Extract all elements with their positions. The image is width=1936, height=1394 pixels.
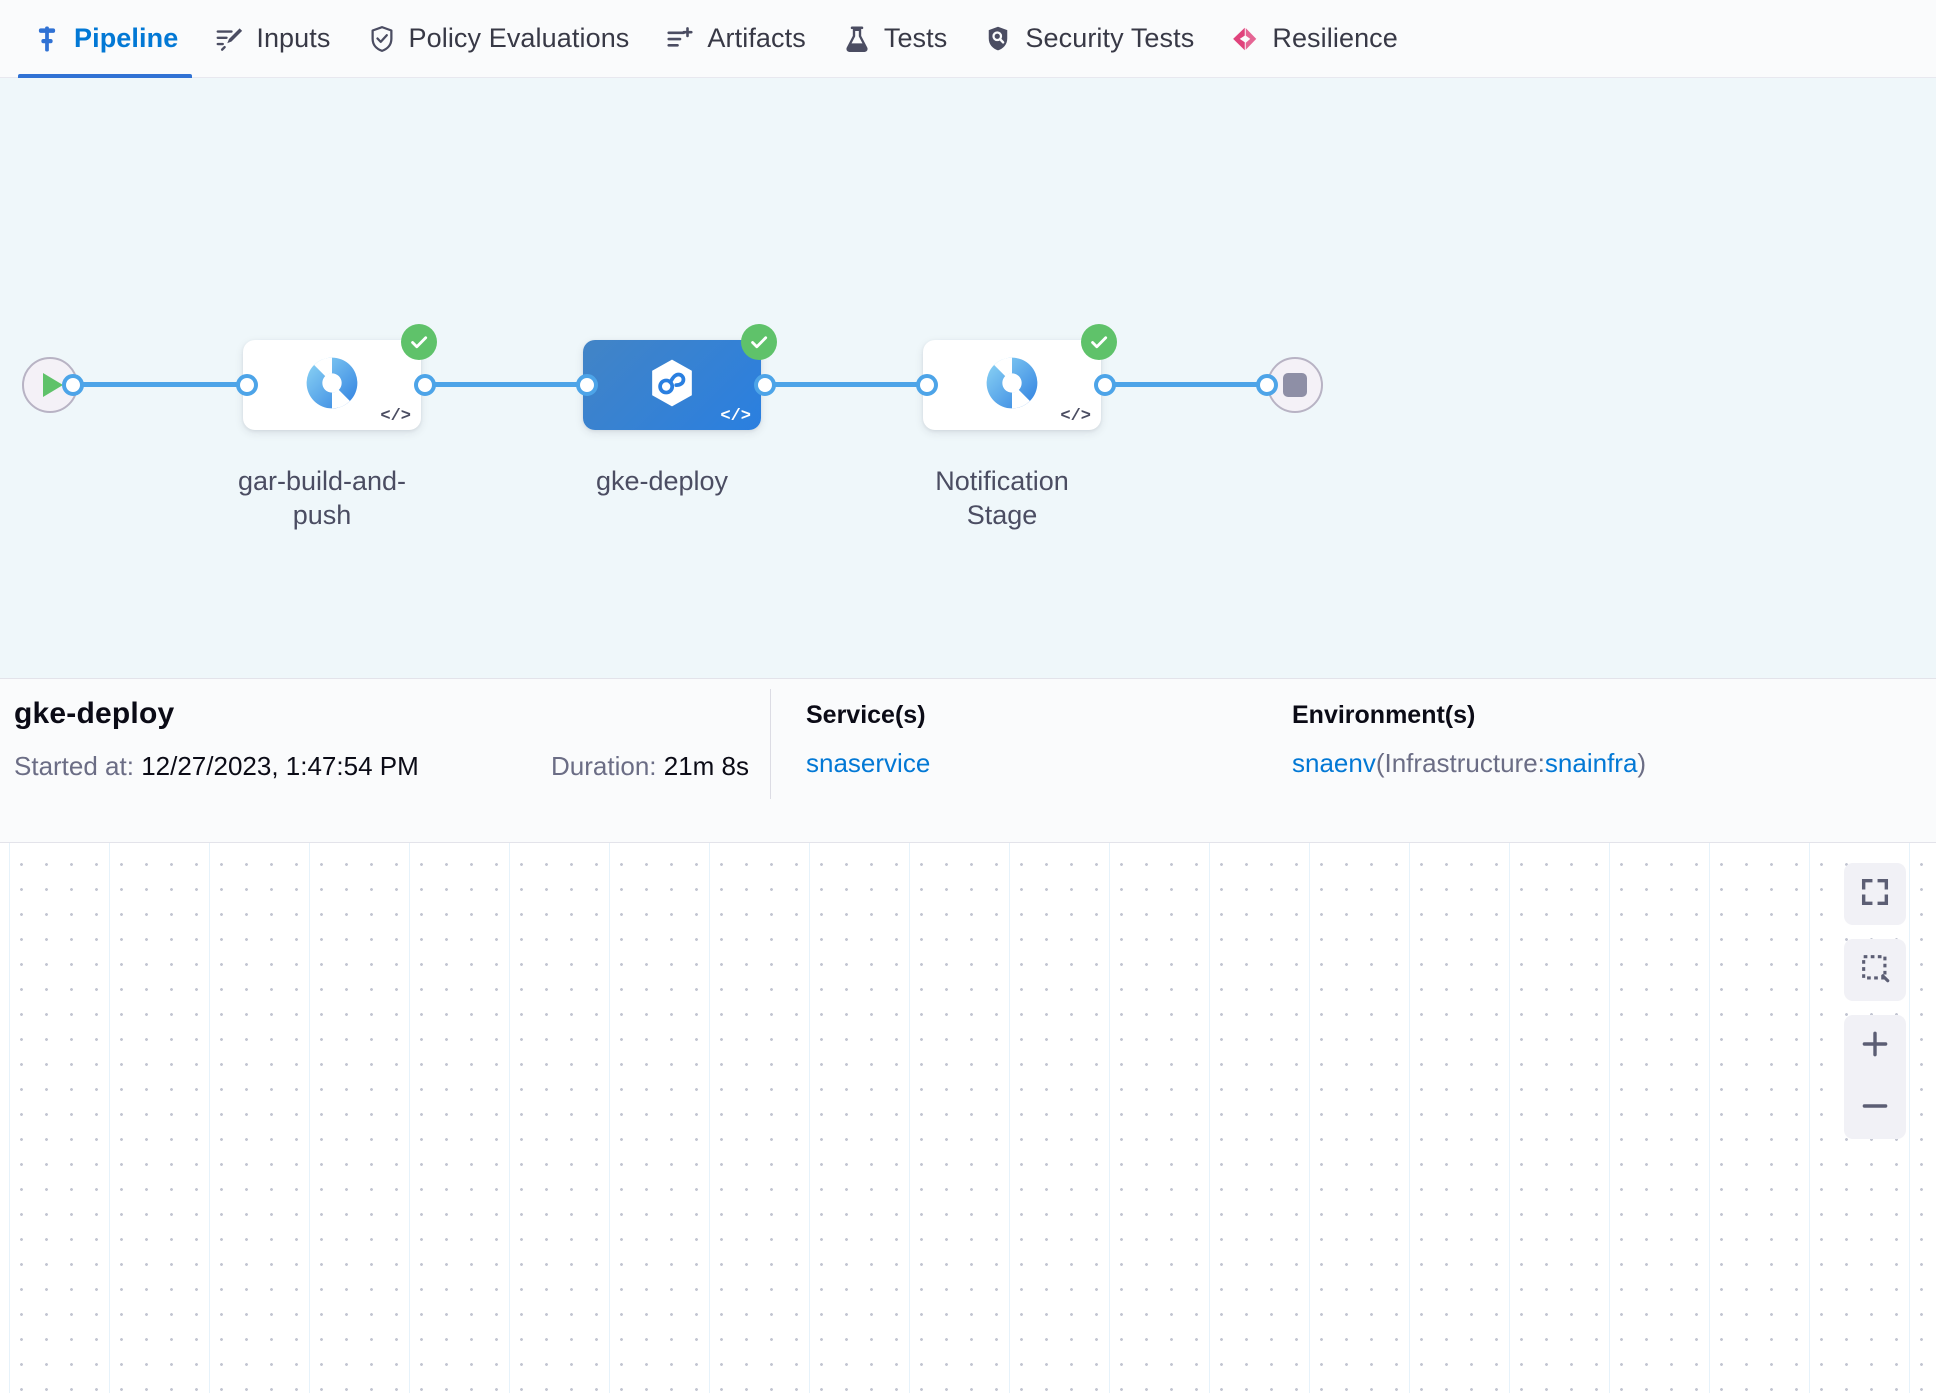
zoom-in-button[interactable]	[1844, 1015, 1906, 1077]
tab-label: Security Tests	[1025, 23, 1195, 53]
services-column: Service(s) snaservice	[806, 701, 930, 779]
infrastructure-link[interactable]: snainfra	[1544, 748, 1638, 778]
tab-label: Pipeline	[74, 23, 179, 53]
port-end-in	[1256, 374, 1278, 396]
pipeline-start-node[interactable]	[22, 357, 78, 413]
tab-resilience[interactable]: Resilience	[1212, 0, 1416, 78]
edge-stage3-to-end	[1088, 382, 1268, 387]
list-plus-icon	[665, 24, 695, 54]
pipeline-stage-graph[interactable]: </> gar-build-and-push	[0, 78, 1936, 678]
started-at-value: 12/27/2023, 1:47:54 PM	[141, 751, 419, 781]
started-at: Started at: 12/27/2023, 1:47:54 PM	[14, 751, 419, 782]
stop-icon	[1283, 373, 1307, 397]
port-stage1-in	[236, 374, 258, 396]
inputs-wand-icon	[214, 24, 244, 54]
services-heading: Service(s)	[806, 701, 926, 729]
port-stage3-in	[916, 374, 938, 396]
tab-label: Inputs	[256, 23, 331, 53]
duration-value: 21m 8s	[663, 751, 749, 781]
build-stage-icon	[303, 354, 361, 417]
code-icon[interactable]: </>	[720, 407, 751, 426]
tab-pipeline[interactable]: Pipeline	[14, 0, 196, 78]
play-icon	[42, 373, 63, 397]
code-icon[interactable]: </>	[380, 407, 411, 426]
stage-node-notification-stage[interactable]: </>	[923, 324, 1117, 430]
tab-label: Resilience	[1272, 23, 1398, 53]
service-link[interactable]: snaservice	[806, 748, 931, 778]
environment-link[interactable]: snaenv	[1292, 748, 1376, 778]
shield-check-icon	[367, 24, 397, 54]
deploy-stage-icon	[644, 355, 700, 416]
tab-label: Policy Evaluations	[408, 23, 630, 53]
port-stage1-out	[414, 374, 436, 396]
tab-tests[interactable]: Tests	[824, 0, 966, 78]
expand-corners-icon	[1858, 875, 1892, 914]
stage-label: gke-deploy	[595, 466, 729, 496]
pipeline-tab-bar: Pipeline Inputs Policy Evaluations	[0, 0, 1936, 78]
started-at-label: Started at:	[14, 751, 134, 781]
canvas-zoom-controls	[1844, 863, 1906, 1139]
stage-details-bar: gke-deploy Started at: 12/27/2023, 1:47:…	[0, 678, 1936, 843]
tab-policy-evaluations[interactable]: Policy Evaluations	[349, 0, 648, 78]
zoom-out-button[interactable]	[1844, 1077, 1906, 1139]
resilience-icon	[1230, 24, 1260, 54]
dashed-square-icon	[1858, 951, 1892, 990]
build-stage-icon	[983, 354, 1041, 417]
duration-label: Duration:	[551, 751, 657, 781]
status-badge-success	[1081, 324, 1117, 360]
tab-label: Artifacts	[707, 23, 806, 53]
stage-label: gar-build-and-push	[237, 466, 407, 531]
code-icon[interactable]: </>	[1060, 407, 1091, 426]
edge-start-to-stage1	[62, 382, 247, 387]
divider	[770, 689, 771, 799]
tab-security-tests[interactable]: Security Tests	[965, 0, 1212, 78]
port-stage2-in	[576, 374, 598, 396]
stage-title: gke-deploy	[14, 697, 175, 730]
shield-search-icon	[983, 24, 1013, 54]
plus-icon	[1858, 1027, 1892, 1066]
step-execution-graph[interactable]: </> Service </>	[0, 843, 1936, 1393]
status-badge-success	[401, 324, 437, 360]
port-start-out	[62, 374, 84, 396]
minus-icon	[1858, 1089, 1892, 1128]
stage-node-gke-deploy[interactable]: </>	[583, 324, 777, 430]
infrastructure-suffix: )	[1637, 748, 1647, 778]
fit-to-screen-button[interactable]	[1844, 863, 1906, 925]
flask-icon	[842, 24, 872, 54]
port-stage2-out	[754, 374, 776, 396]
tab-label: Tests	[883, 23, 948, 53]
environments-column: Environment(s) snaenv(Infrastructure:sna…	[1292, 701, 1646, 779]
zoom-stepper	[1844, 1015, 1906, 1139]
environments-heading: Environment(s)	[1292, 701, 1476, 729]
stage-label: Notification Stage	[935, 466, 1069, 531]
edge-stage1-to-stage2	[408, 382, 608, 387]
status-badge-success	[741, 324, 777, 360]
select-area-button[interactable]	[1844, 939, 1906, 1001]
infrastructure-prefix: (Infrastructure:	[1375, 748, 1545, 778]
stage-node-gar-build-and-push[interactable]: </>	[243, 324, 437, 430]
duration: Duration: 21m 8s	[551, 751, 749, 782]
port-stage3-out	[1094, 374, 1116, 396]
edge-stage2-to-stage3	[748, 382, 948, 387]
tab-inputs[interactable]: Inputs	[196, 0, 348, 78]
pipeline-icon	[32, 24, 62, 54]
tab-artifacts[interactable]: Artifacts	[647, 0, 823, 78]
